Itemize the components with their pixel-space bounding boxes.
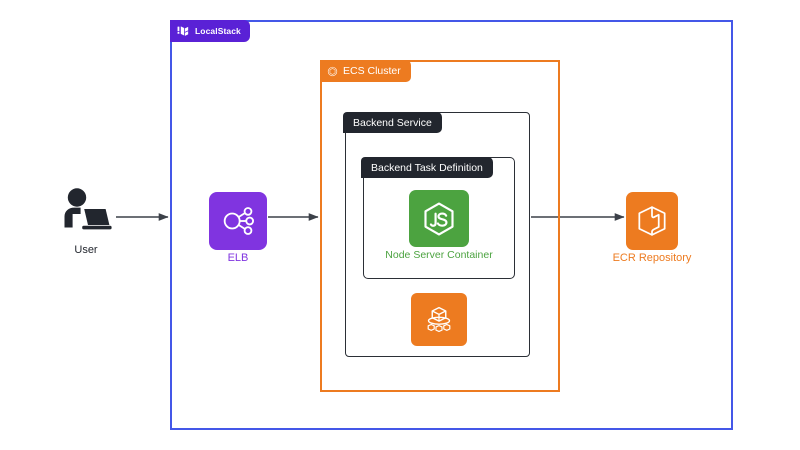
ecs-cluster-label: ECS Cluster [343,65,401,77]
user-glyph-wrap [56,186,116,236]
localstack-badge: LocalStack [170,20,250,42]
ecs-cluster-badge: ECS Cluster [320,60,411,82]
ecs-task-icon [427,306,451,332]
user-laptop-icon [64,188,112,230]
user-label: User [74,244,98,256]
backend-task-definition-badge: Backend Task Definition [361,157,493,178]
elastic-load-balancer-icon [223,207,255,235]
ecs-cluster-icon [327,66,338,76]
ecs-cluster-boundary [320,60,560,392]
elb-tile[interactable] [209,192,267,250]
ecs-task-tile[interactable] [411,293,467,346]
backend-service-badge: Backend Service [343,112,442,133]
localstack-boundary [170,20,733,430]
user-node: User [48,186,124,266]
localstack-label: LocalStack [195,26,241,36]
elb-label: ELB [227,252,249,264]
localstack-logo-icon [177,25,189,36]
backend-task-definition-label: Backend Task Definition [371,161,483,174]
ecr-repository-icon [638,206,666,236]
ecr-repository-tile[interactable] [626,192,678,250]
ecr-repository-label: ECR Repository [612,252,692,264]
backend-service-label: Backend Service [353,116,432,129]
nodejs-icon [424,202,454,236]
node-server-container-label: Node Server Container [385,249,493,261]
node-server-container-tile[interactable] [409,190,469,247]
